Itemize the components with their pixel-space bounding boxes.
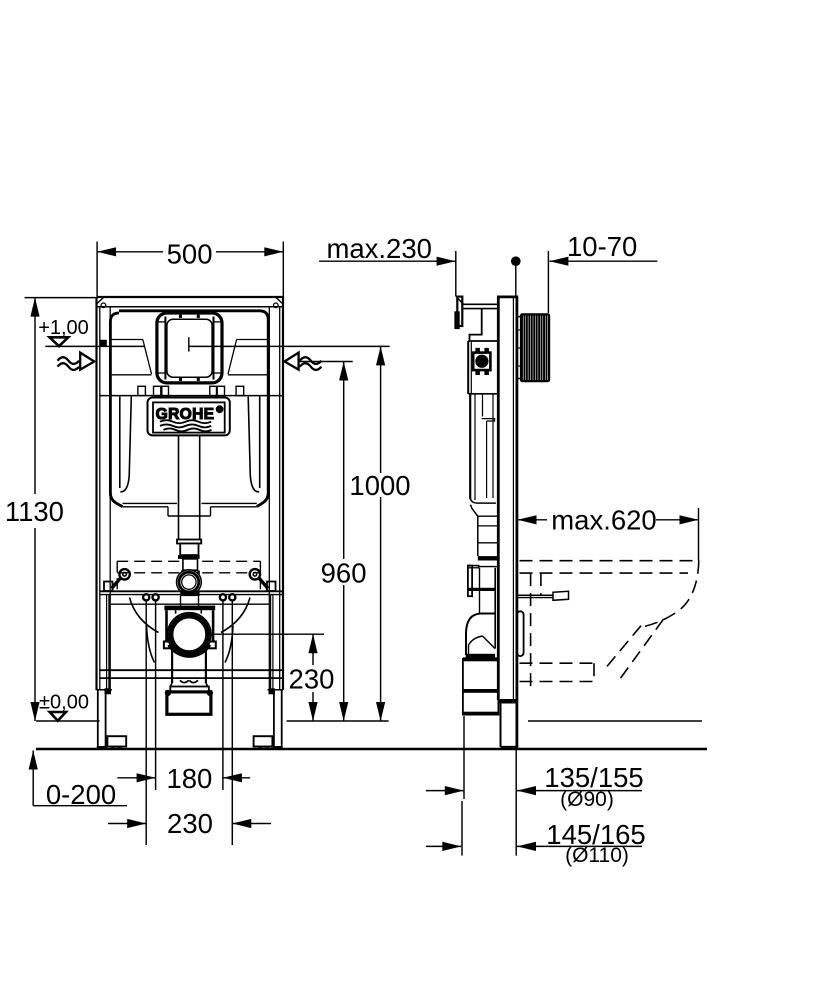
svg-text:10-70: 10-70 (567, 231, 637, 262)
svg-text:500: 500 (167, 239, 213, 270)
svg-text:0-200: 0-200 (46, 779, 116, 810)
svg-text:1130: 1130 (5, 496, 64, 527)
svg-text:145/165: 145/165 (546, 819, 645, 850)
svg-text:max.230: max.230 (326, 233, 431, 264)
svg-text:(Ø110): (Ø110) (565, 844, 629, 867)
svg-text:1000: 1000 (349, 470, 410, 501)
svg-text:±0,00: ±0,00 (39, 692, 89, 714)
svg-text:+1,00: +1,00 (38, 317, 89, 339)
svg-text:(Ø90): (Ø90) (560, 788, 614, 811)
svg-text:135/155: 135/155 (544, 762, 643, 793)
svg-text:230: 230 (167, 808, 213, 839)
svg-text:max.620: max.620 (551, 505, 656, 536)
svg-text:960: 960 (321, 558, 367, 589)
svg-text:180: 180 (166, 763, 212, 794)
svg-text:GROHE: GROHE (156, 406, 215, 423)
svg-text:230: 230 (289, 664, 335, 695)
